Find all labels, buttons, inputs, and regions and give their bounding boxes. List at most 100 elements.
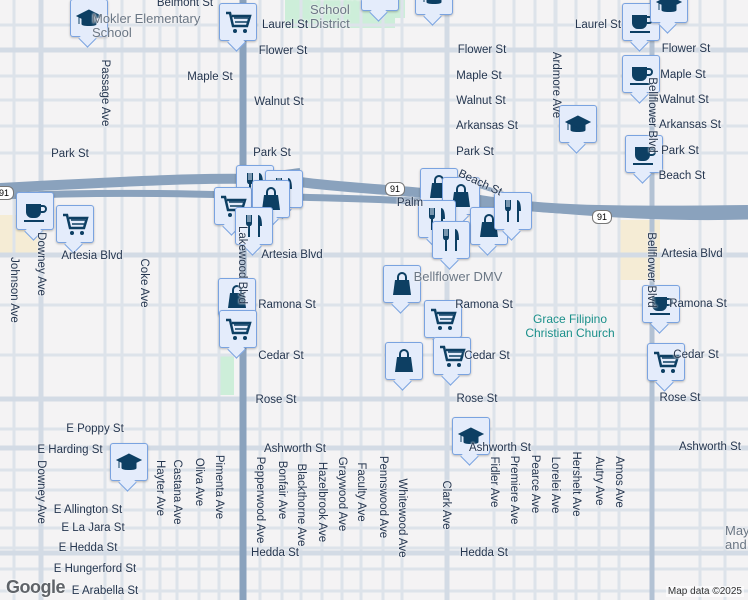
horizontal-street-label: Artesia Blvd [661,248,723,260]
vertical-street-label: Ardmore Ave [550,51,562,119]
vertical-street-label: Hazelbrook Ave [316,461,328,543]
graduation-cap-marker[interactable] [452,417,490,455]
shopping-cart-marker[interactable] [56,205,94,243]
vertical-street-label: Hershelt Ave [570,451,582,517]
vertical-street-label: Graywood Ave [336,456,348,532]
vertical-street-label: Passage Ave [99,59,111,127]
horizontal-street-label: Rose St [659,392,701,404]
horizontal-street-label: Ashworth St [264,443,326,455]
place-label-dmv[interactable]: Bellflower DMV [413,269,503,284]
shopping-bag-marker[interactable] [383,265,421,303]
place-label-church[interactable]: Grace Filipino Christian Church [525,312,615,340]
horizontal-street-label: Rose St [255,394,297,406]
shopping-bag-icon [393,272,411,295]
shopping-cart-marker[interactable] [219,3,257,41]
place-label-mokler-school[interactable]: Mokler Elementary School [92,11,201,40]
vertical-street-label: Pearce Ave [529,454,541,514]
vertical-street-label: Oliva Ave [193,457,205,507]
vertical-street-label: Bonfair Ave [276,460,288,520]
shopping-cart-marker[interactable] [214,187,252,225]
horizontal-street-label: Cedar St [258,350,304,362]
vertical-street-label: Fidler Ave [488,456,500,508]
vertical-street-label: Clark Ave [440,480,452,530]
coffee-cup-marker[interactable] [16,192,54,230]
horizontal-street-label: Flower St [661,43,711,55]
horizontal-street-label: Walnut St [659,94,709,106]
horizontal-street-label: Maple St [660,69,706,81]
horizontal-street-label: Ramona St [258,299,316,311]
fork-knife-marker[interactable] [235,207,273,245]
graduation-cap-icon [423,0,442,4]
graduation-cap-marker[interactable] [415,0,453,15]
vertical-street-label: Hayter Ave [154,459,166,517]
graduation-cap-icon [457,427,485,444]
place-label-school-district[interactable]: Bellflower School District [310,0,366,31]
coffee-cup-icon [650,297,673,315]
shopping-cart-icon [431,308,457,330]
shopping-bag-icon [452,184,470,207]
coffee-cup-icon [630,67,653,85]
map-attribution[interactable]: Map data ©2025 [665,586,744,597]
shopping-cart-marker[interactable] [647,343,685,381]
fork-knife-marker[interactable] [432,221,470,259]
vertical-street-label: Lorelei Ave [549,456,561,514]
vertical-street-label: Amos Ave [613,456,625,508]
horizontal-street-label: E La Jara St [61,522,125,534]
horizontal-street-label: Artesia Blvd [61,250,123,262]
horizontal-street-label: Park St [253,147,291,159]
horizontal-street-label: Artesia Blvd [261,249,323,261]
shopping-cart-icon [226,11,252,33]
horizontal-street-label: Ashworth St [679,441,741,453]
horizontal-street-label: Arkansas St [456,120,518,132]
coffee-cup-icon [633,147,656,165]
horizontal-street-label: Walnut St [456,95,506,107]
horizontal-street-label: Belmont St [156,0,214,9]
vertical-street-label: Bellflower Blvd [645,232,657,308]
highway-91-shield: 91 [385,182,405,196]
coffee-cup-marker[interactable] [642,285,680,323]
vertical-street-label: Pennswood Ave [377,455,389,539]
vertical-street-label: Downey Ave [35,232,47,296]
graduation-cap-marker[interactable] [559,105,597,143]
horizontal-street-label: Park St [661,145,699,157]
horizontal-street-label: Ramona St [455,299,513,311]
shopping-cart-icon [654,351,680,373]
horizontal-street-label: Ramona St [669,298,727,310]
fork-knife-icon [505,200,521,222]
fork-knife-icon [246,215,262,237]
vertical-street-label: Johnson Ave [8,257,20,323]
graduation-cap-icon [115,453,143,470]
horizontal-street-label: Laurel St [574,19,622,31]
coffee-cup-marker[interactable] [622,55,660,93]
horizontal-street-label: Arkansas St [659,119,721,131]
shopping-cart-icon [440,345,466,367]
shopping-cart-icon [226,318,252,340]
shopping-bag-marker[interactable] [385,342,423,380]
highway-91-shield: 91 [0,186,14,200]
graduation-cap-marker[interactable] [361,0,399,11]
horizontal-street-label: E Poppy St [66,423,124,435]
shopping-cart-marker[interactable] [433,337,471,375]
horizontal-street-label: Maple St [187,71,233,83]
coffee-cup-marker[interactable] [625,135,663,173]
graduation-cap-icon [75,9,103,26]
vertical-street-label: Pepperwood Ave [254,456,266,544]
fork-knife-marker[interactable] [494,192,532,230]
shopping-cart-marker[interactable] [219,310,257,348]
shopping-cart-marker[interactable] [424,300,462,338]
graduation-cap-icon [655,0,683,12]
graduation-cap-marker[interactable] [70,0,108,37]
horizontal-street-label: Hedda St [460,547,508,559]
graduation-cap-marker[interactable] [650,0,688,23]
coffee-cup-icon [24,204,47,222]
vertical-street-label: Faculty Ave [355,462,367,522]
horizontal-street-label: E Harding St [37,444,103,456]
horizontal-street-label: Ashworth St [469,442,531,454]
google-logo[interactable]: Google [6,577,66,597]
vertical-street-label: Pimenta Ave [213,454,225,520]
vertical-street-label: Coke Ave [138,258,150,308]
horizontal-street-label: Flower St [258,45,308,57]
graduation-cap-marker[interactable] [110,443,148,481]
